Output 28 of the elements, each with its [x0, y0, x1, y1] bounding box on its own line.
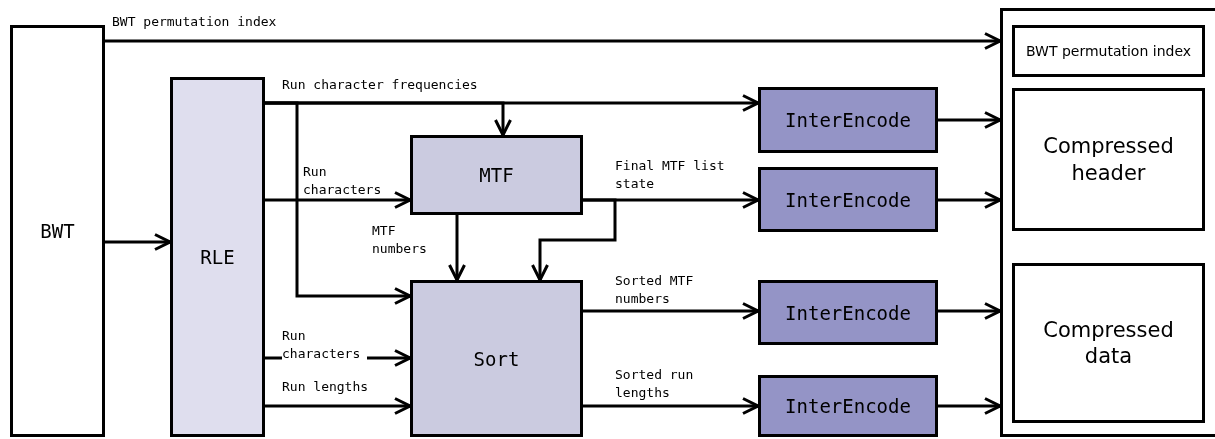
- arrow: [938, 111, 1002, 129]
- encoder-block: InterEncode: [758, 167, 938, 232]
- mtf-block: MTF: [410, 135, 583, 215]
- arrow: [583, 397, 760, 415]
- encoder-block: InterEncode: [758, 280, 938, 345]
- output-field-box: Compressed header: [1012, 88, 1205, 231]
- arrow: [938, 397, 1002, 415]
- arrow: [583, 302, 760, 320]
- sort-block: Sort: [410, 280, 583, 437]
- encoder-block: InterEncode: [758, 375, 938, 437]
- arrow: [531, 198, 617, 282]
- edge-label: Run character frequencies: [282, 76, 478, 94]
- arrow: [938, 302, 1002, 320]
- arrow: [265, 101, 412, 305]
- output-stream-frame: [1000, 8, 1215, 437]
- edge-label: Run lengths: [282, 378, 369, 396]
- arrow: [448, 215, 466, 282]
- arrow: [938, 191, 1002, 209]
- edge-label: BWT permutation index: [112, 13, 277, 31]
- arrow: [265, 191, 412, 209]
- arrow: [265, 397, 412, 415]
- rle-block: RLE: [170, 77, 265, 437]
- arrow: [105, 32, 1002, 50]
- encoder-block: InterEncode: [758, 87, 938, 153]
- bwt-block: BWT: [10, 25, 105, 437]
- arrow: [105, 233, 172, 251]
- output-field-box: Compressed data: [1012, 263, 1205, 423]
- output-field-box: BWT permutation index: [1012, 25, 1205, 77]
